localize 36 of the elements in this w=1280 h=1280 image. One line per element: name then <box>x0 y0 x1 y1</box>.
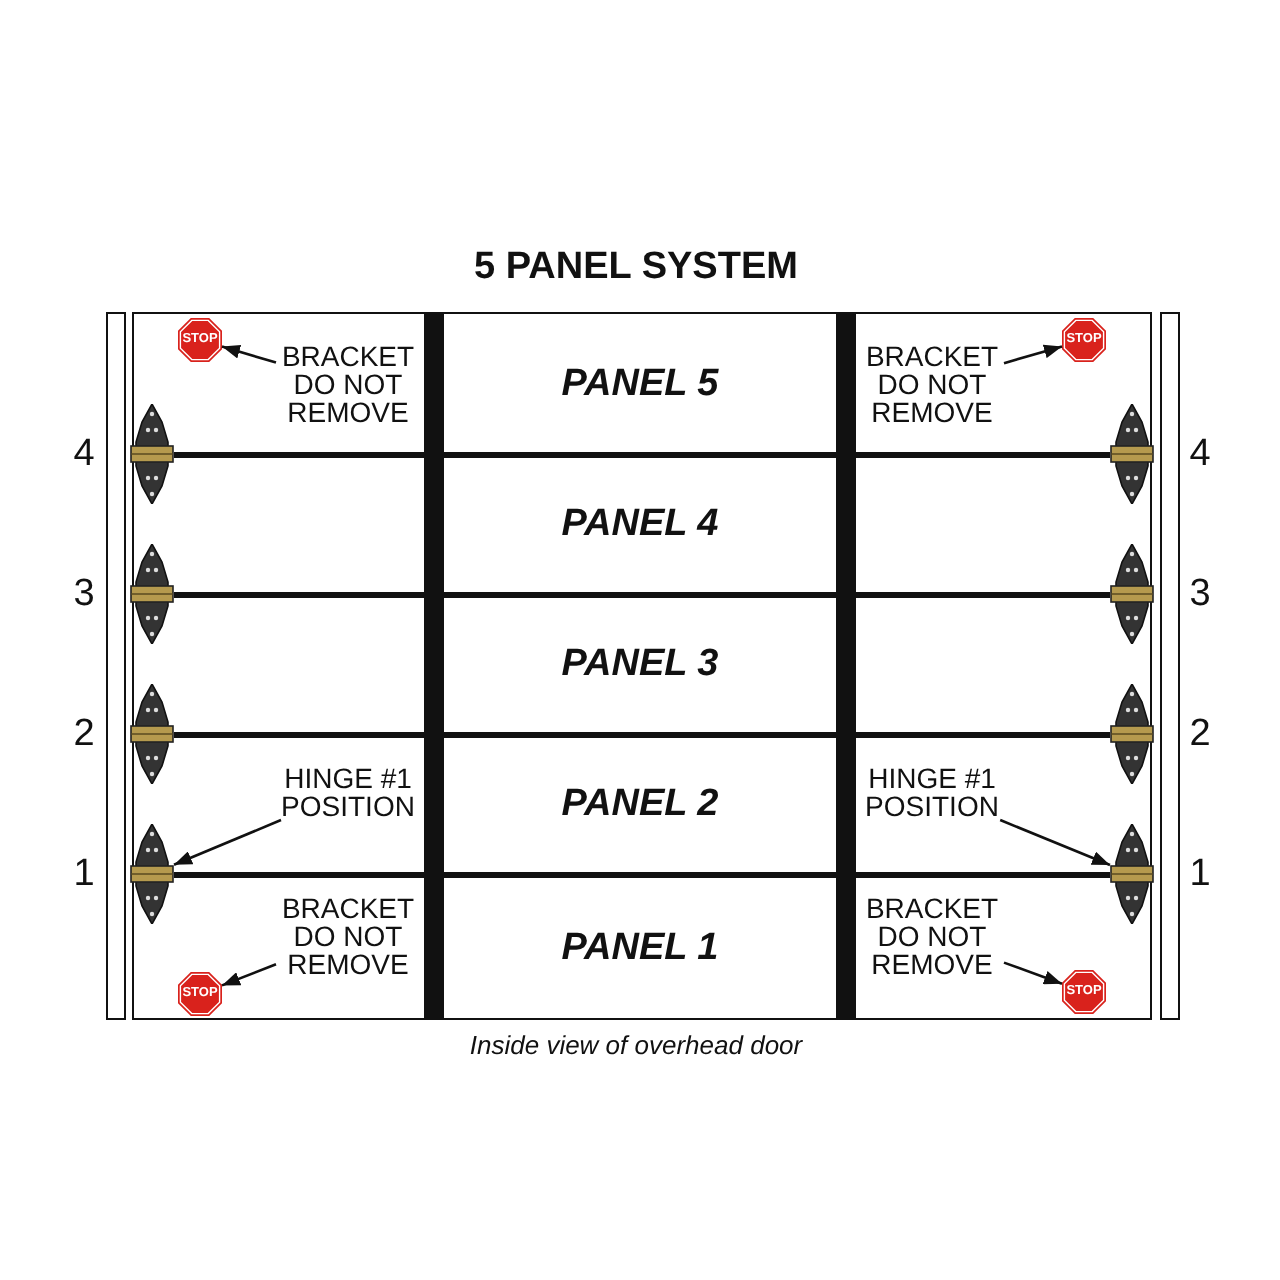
hinge-icon <box>1110 684 1154 784</box>
warning-note: BRACKET DO NOT REMOVE <box>276 894 420 978</box>
callout-number: 3 <box>73 575 95 613</box>
panel-label: PANEL 4 <box>561 505 719 543</box>
leader-arrow <box>999 818 1111 867</box>
hinge-icon <box>130 684 174 784</box>
leader-arrow <box>1003 961 1063 986</box>
hinge-icon <box>130 544 174 644</box>
warning-note: HINGE #1 POSITION <box>276 764 420 820</box>
warning-note: HINGE #1 POSITION <box>860 764 1004 820</box>
caption: Inside view of overhead door <box>469 1032 803 1058</box>
diagram-title: 5 PANEL SYSTEM <box>474 248 798 286</box>
leader-arrow <box>221 345 277 364</box>
callout-number: 1 <box>73 855 95 893</box>
hinge-icon <box>130 404 174 504</box>
leader-arrow <box>173 818 282 866</box>
panel-label: PANEL 2 <box>561 785 719 823</box>
callout-number: 4 <box>1189 435 1211 473</box>
door-panel <box>174 315 1110 457</box>
warning-note: BRACKET DO NOT REMOVE <box>276 342 420 426</box>
callout-number: 1 <box>1189 855 1211 893</box>
leader-arrow <box>221 963 277 987</box>
hinge-icon <box>1110 824 1154 924</box>
callout-number: 3 <box>1189 575 1211 613</box>
hinge-icon <box>1110 404 1154 504</box>
hinge-icon <box>130 824 174 924</box>
hinge-icon <box>1110 544 1154 644</box>
panel-label: PANEL 3 <box>561 645 719 683</box>
callout-number: 2 <box>73 715 95 753</box>
warning-note: BRACKET DO NOT REMOVE <box>860 342 1004 426</box>
leader-arrow <box>1003 344 1063 365</box>
warning-note: BRACKET DO NOT REMOVE <box>860 894 1004 978</box>
panel-label: PANEL 5 <box>561 364 719 402</box>
callout-number: 2 <box>1189 715 1211 753</box>
panel-label: PANEL 1 <box>561 928 719 966</box>
callout-number: 4 <box>73 435 95 473</box>
